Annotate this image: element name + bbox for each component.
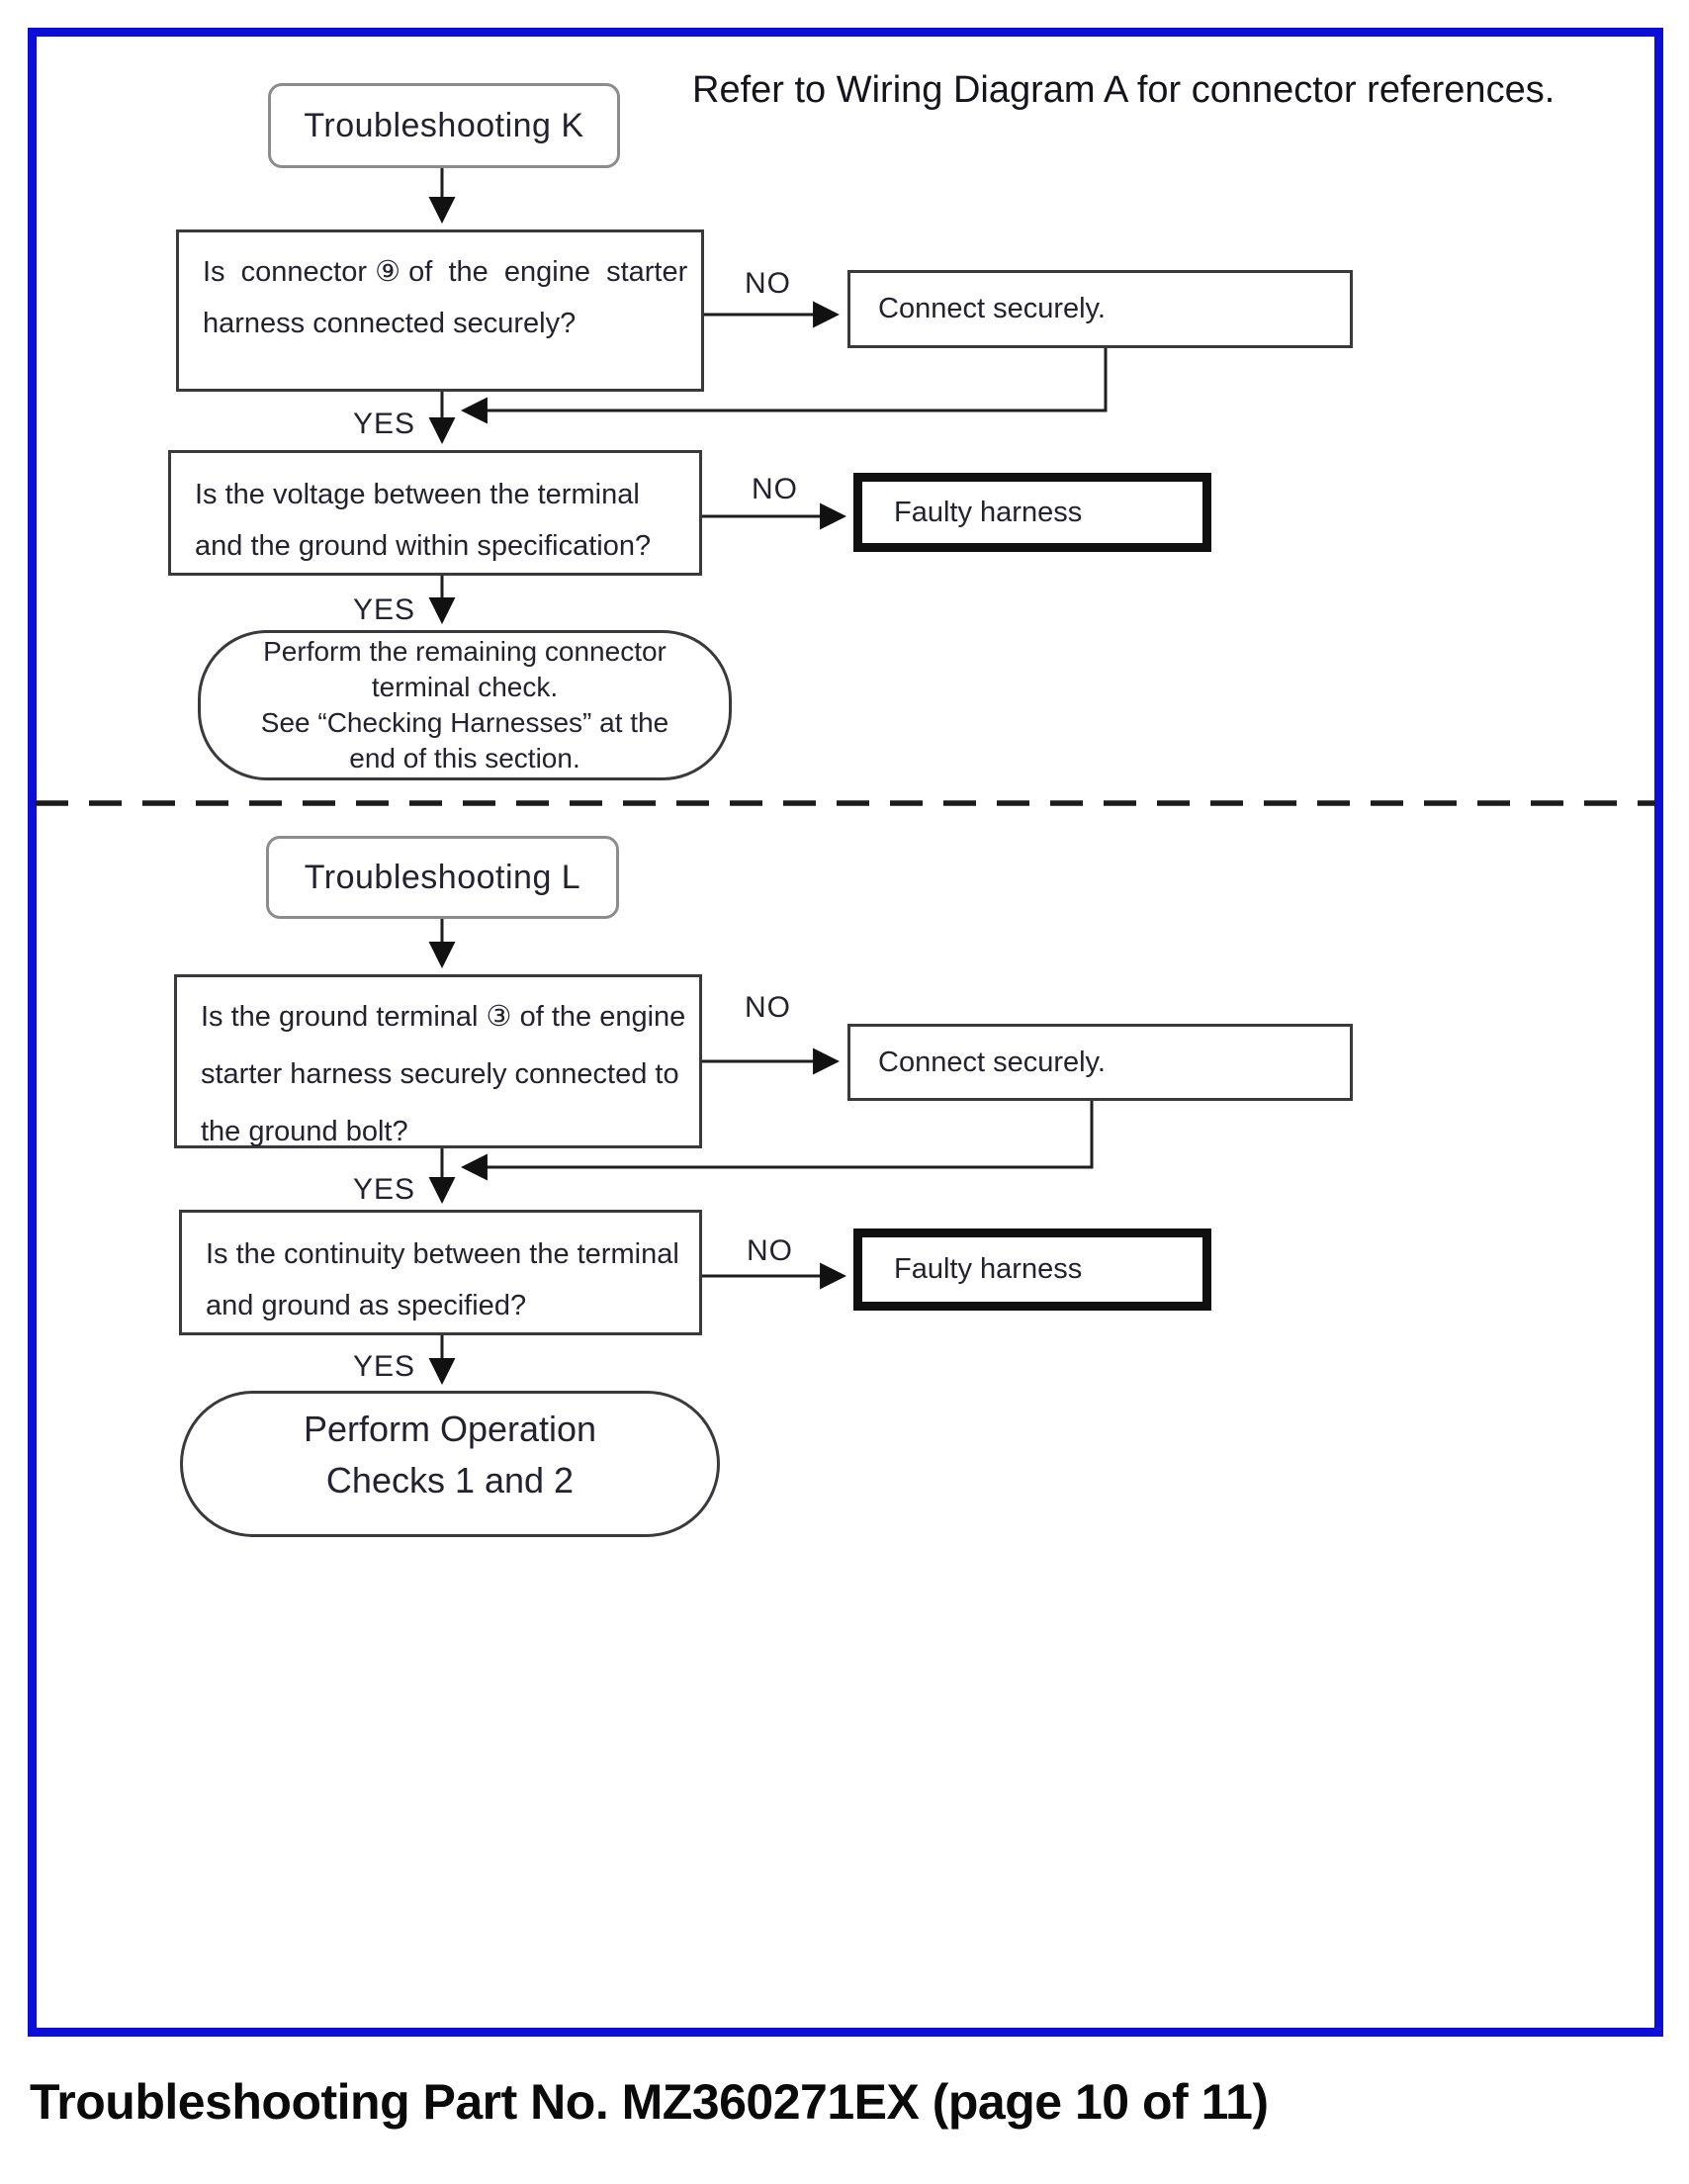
question-line: and the ground within specification? (195, 530, 652, 562)
flow-k-connect-securely-box: Connect securely. (847, 270, 1353, 348)
flow-l-question-1-box: Is the ground terminal ③ of the engine s… (174, 974, 702, 1148)
flow-k-faulty-harness-box: Faulty harness (853, 473, 1211, 552)
no-label: NO (747, 1234, 793, 1267)
terminal-line: Perform Operation (303, 1409, 597, 1449)
action-text: Connect securely. (878, 1046, 1106, 1078)
action-text: Faulty harness (894, 1253, 1083, 1285)
question-line: Is connector ⑨ of the engine starter (203, 256, 688, 288)
no-label: NO (752, 473, 798, 505)
no-label: NO (745, 267, 791, 300)
flow-l-question-2-box: Is the continuity between the terminal a… (179, 1210, 702, 1335)
question-line: Is the continuity between the terminal (206, 1238, 679, 1270)
action-text: Faulty harness (894, 496, 1083, 528)
yes-label: YES (352, 1173, 415, 1206)
terminal-line: Perform the remaining connector (263, 636, 667, 667)
flow-k-question-1-box: Is connector ⑨ of the engine starter har… (176, 229, 704, 392)
terminal-line: end of this section. (349, 743, 580, 774)
flow-k-terminal-box: Perform the remaining connector terminal… (198, 630, 732, 780)
question-line: the ground bolt? (201, 1116, 408, 1147)
no-label: NO (745, 991, 791, 1024)
flow-l-terminal-box: Perform Operation Checks 1 and 2 (180, 1391, 720, 1537)
flow-k-title-box: Troubleshooting K (268, 83, 620, 168)
flow-l-title-box: Troubleshooting L (266, 836, 619, 919)
terminal-line: See “Checking Harnesses” at the (260, 707, 669, 738)
page-frame (28, 28, 1663, 2037)
terminal-line: Checks 1 and 2 (325, 1460, 575, 1501)
question-line: starter harness securely connected to (201, 1058, 679, 1090)
flow-k-title: Troubleshooting K (304, 106, 584, 144)
flow-l-faulty-harness-box: Faulty harness (853, 1228, 1211, 1311)
flow-l-title: Troubleshooting L (304, 858, 581, 896)
question-line: Is the ground terminal ③ of the engine (201, 1001, 686, 1033)
action-text: Connect securely. (878, 293, 1106, 324)
flow-k-question-2-box: Is the voltage between the terminal and … (168, 450, 702, 576)
loopback-l-connect-to-q2 (460, 1101, 1094, 1181)
yes-label: YES (352, 593, 415, 626)
terminal-line: terminal check. (371, 672, 559, 702)
flow-l-connect-securely-box: Connect securely. (847, 1024, 1353, 1101)
question-line: harness connected securely? (203, 308, 577, 339)
question-line: and ground as specified? (206, 1290, 527, 1321)
question-line: Is the voltage between the terminal (195, 479, 640, 510)
yes-label: YES (352, 1350, 415, 1383)
footer-caption: Troubleshooting Part No. MZ360271EX (pag… (30, 2074, 1269, 2130)
wiring-diagram-note: Refer to Wiring Diagram A for connector … (692, 69, 1556, 111)
loopback-k-connect-to-q2 (460, 348, 1108, 424)
yes-label: YES (352, 408, 415, 440)
